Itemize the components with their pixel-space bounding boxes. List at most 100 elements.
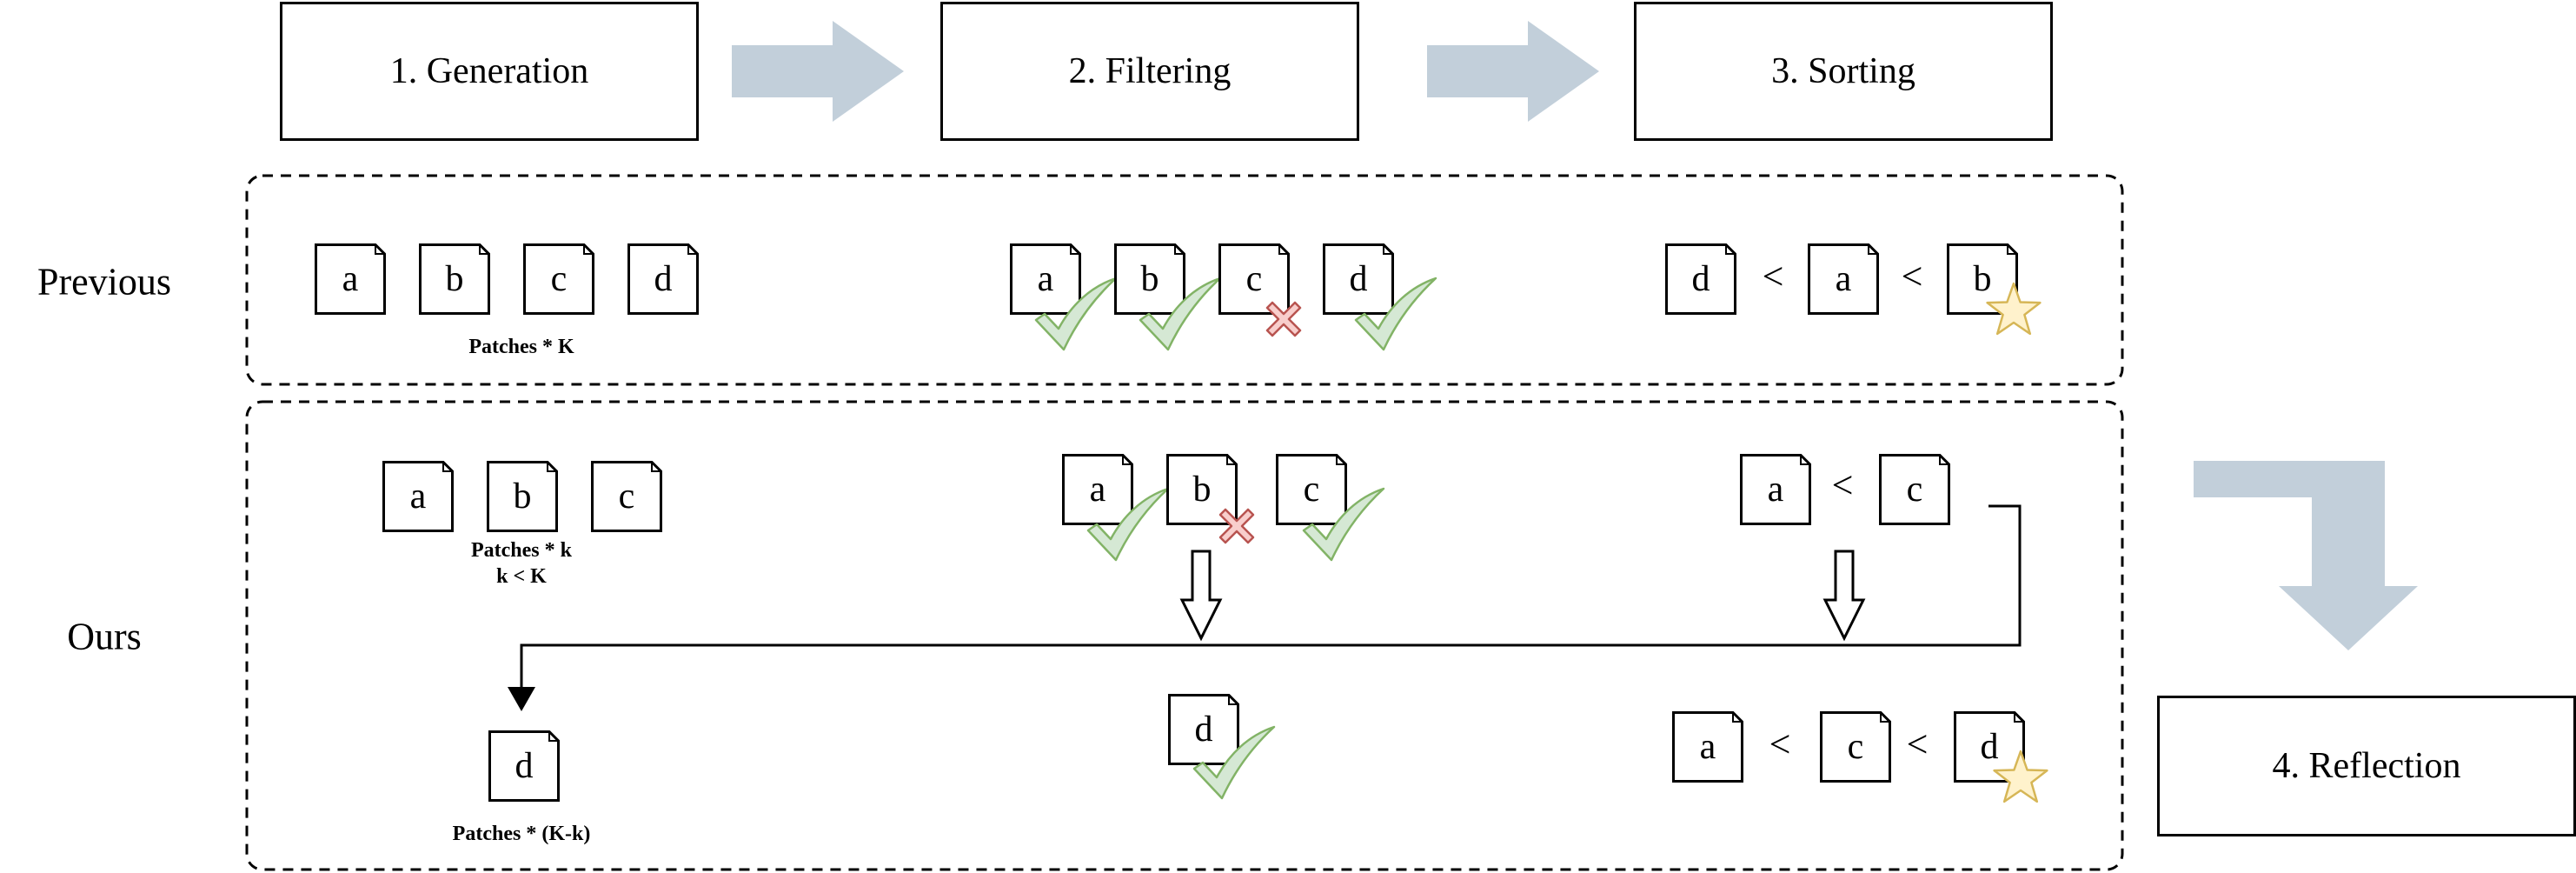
document-outline [1954, 711, 2025, 783]
document-outline [382, 461, 454, 532]
document-letter: a [409, 476, 427, 516]
document-icon: d [488, 730, 560, 802]
document-outline [315, 243, 386, 315]
document-icon: c [1820, 711, 1891, 783]
ours-generation-caption-line1: Patches * k [471, 539, 572, 562]
stage-reflection-box: 4. Reflection [2157, 696, 2576, 836]
sort-down-arrow [1822, 550, 1866, 642]
document-icon: a [315, 243, 386, 315]
document-icon: a [1740, 454, 1811, 525]
checkmark-icon [1086, 487, 1170, 562]
document-outline [1010, 243, 1081, 315]
document-outline [1665, 243, 1736, 315]
document-icon: b [1166, 454, 1238, 525]
document-outline [1114, 243, 1185, 315]
document-icon: d [627, 243, 699, 315]
document-letter: d [1349, 259, 1368, 299]
checkmark-icon [1354, 277, 1437, 351]
stage-reflection-label: 4. Reflection [2272, 746, 2461, 786]
document-icon: b [1114, 243, 1185, 315]
previous-row-container [245, 174, 2124, 386]
document-icon: c [591, 461, 662, 532]
stage-generation-box: 1. Generation [280, 2, 699, 141]
document-outline [627, 243, 699, 315]
document-outline [1218, 243, 1290, 315]
previous-generation-caption: Patches * K [468, 336, 574, 358]
less-than-symbol: < [1831, 463, 1854, 507]
feedback-arrowhead [508, 687, 535, 711]
document-letter: d [1194, 710, 1213, 750]
document-outline [488, 730, 560, 802]
document-outline [1276, 454, 1347, 525]
stage-sorting-label: 3. Sorting [1771, 51, 1915, 91]
less-than-symbol: < [1769, 723, 1791, 766]
document-letter: c [618, 476, 635, 516]
document-letter: a [342, 259, 359, 299]
document-icon: a [1672, 711, 1743, 783]
less-than-symbol: < [1906, 723, 1929, 766]
star-icon [1986, 282, 2042, 336]
ours-regeneration-caption: Patches * (K-k) [452, 823, 591, 845]
document-outline [1062, 454, 1133, 525]
filter-down-arrow [1179, 550, 1223, 642]
document-outline [523, 243, 594, 315]
document-outline [1168, 694, 1239, 765]
document-letter: a [1699, 727, 1716, 767]
checkmark-icon [1139, 277, 1222, 351]
document-icon: c [1879, 454, 1950, 525]
document-outline [1820, 711, 1891, 783]
checkmark-icon [1302, 487, 1385, 562]
document-icon: c [523, 243, 594, 315]
document-letter: a [1037, 259, 1054, 299]
ours-generation-caption: Patches * k k < K [471, 537, 572, 590]
document-outline [1879, 454, 1950, 525]
document-letter: c [1245, 259, 1263, 299]
document-outline [591, 461, 662, 532]
row-label-ours: Ours [67, 615, 142, 658]
ours-generation-caption-line2: k < K [496, 565, 547, 588]
stage-filtering-box: 2. Filtering [940, 2, 1359, 141]
star-icon [1993, 750, 2048, 803]
document-outline [1808, 243, 1879, 315]
document-icon: b [419, 243, 490, 315]
less-than-symbol: < [1901, 255, 1923, 298]
document-letter: b [1973, 259, 1992, 299]
stage-arrow-3 [2194, 461, 2418, 650]
checkmark-icon [1034, 277, 1118, 351]
document-icon: a [1062, 454, 1133, 525]
document-letter: b [1192, 470, 1212, 510]
stage-generation-label: 1. Generation [389, 51, 589, 91]
document-letter: c [1303, 470, 1320, 510]
document-letter: d [1691, 259, 1710, 299]
document-outline [1166, 454, 1238, 525]
document-letter: c [1906, 470, 1923, 510]
document-outline [1672, 711, 1743, 783]
document-letter: a [1767, 470, 1784, 510]
document-letter: d [1980, 727, 1999, 767]
document-icon: a [1010, 243, 1081, 315]
feedback-connector [520, 504, 2022, 689]
stage-arrow-1 [732, 21, 904, 122]
document-letter: b [1140, 259, 1159, 299]
stage-sorting-box: 3. Sorting [1634, 2, 2053, 141]
document-icon: d [1954, 711, 2025, 783]
stage-arrow-2 [1427, 21, 1599, 122]
document-icon: b [487, 461, 558, 532]
document-icon: d [1323, 243, 1394, 315]
document-icon: c [1276, 454, 1347, 525]
document-letter: b [513, 476, 532, 516]
document-letter: c [1847, 727, 1864, 767]
document-letter: d [515, 746, 534, 786]
document-icon: d [1665, 243, 1736, 315]
document-outline [419, 243, 490, 315]
row-label-previous: Previous [37, 260, 171, 303]
document-icon: c [1218, 243, 1290, 315]
document-icon: a [1808, 243, 1879, 315]
document-icon: a [382, 461, 454, 532]
checkmark-icon [1192, 725, 1276, 800]
document-letter: a [1089, 470, 1106, 510]
document-outline [1323, 243, 1394, 315]
document-icon: d [1168, 694, 1239, 765]
document-outline [1740, 454, 1811, 525]
